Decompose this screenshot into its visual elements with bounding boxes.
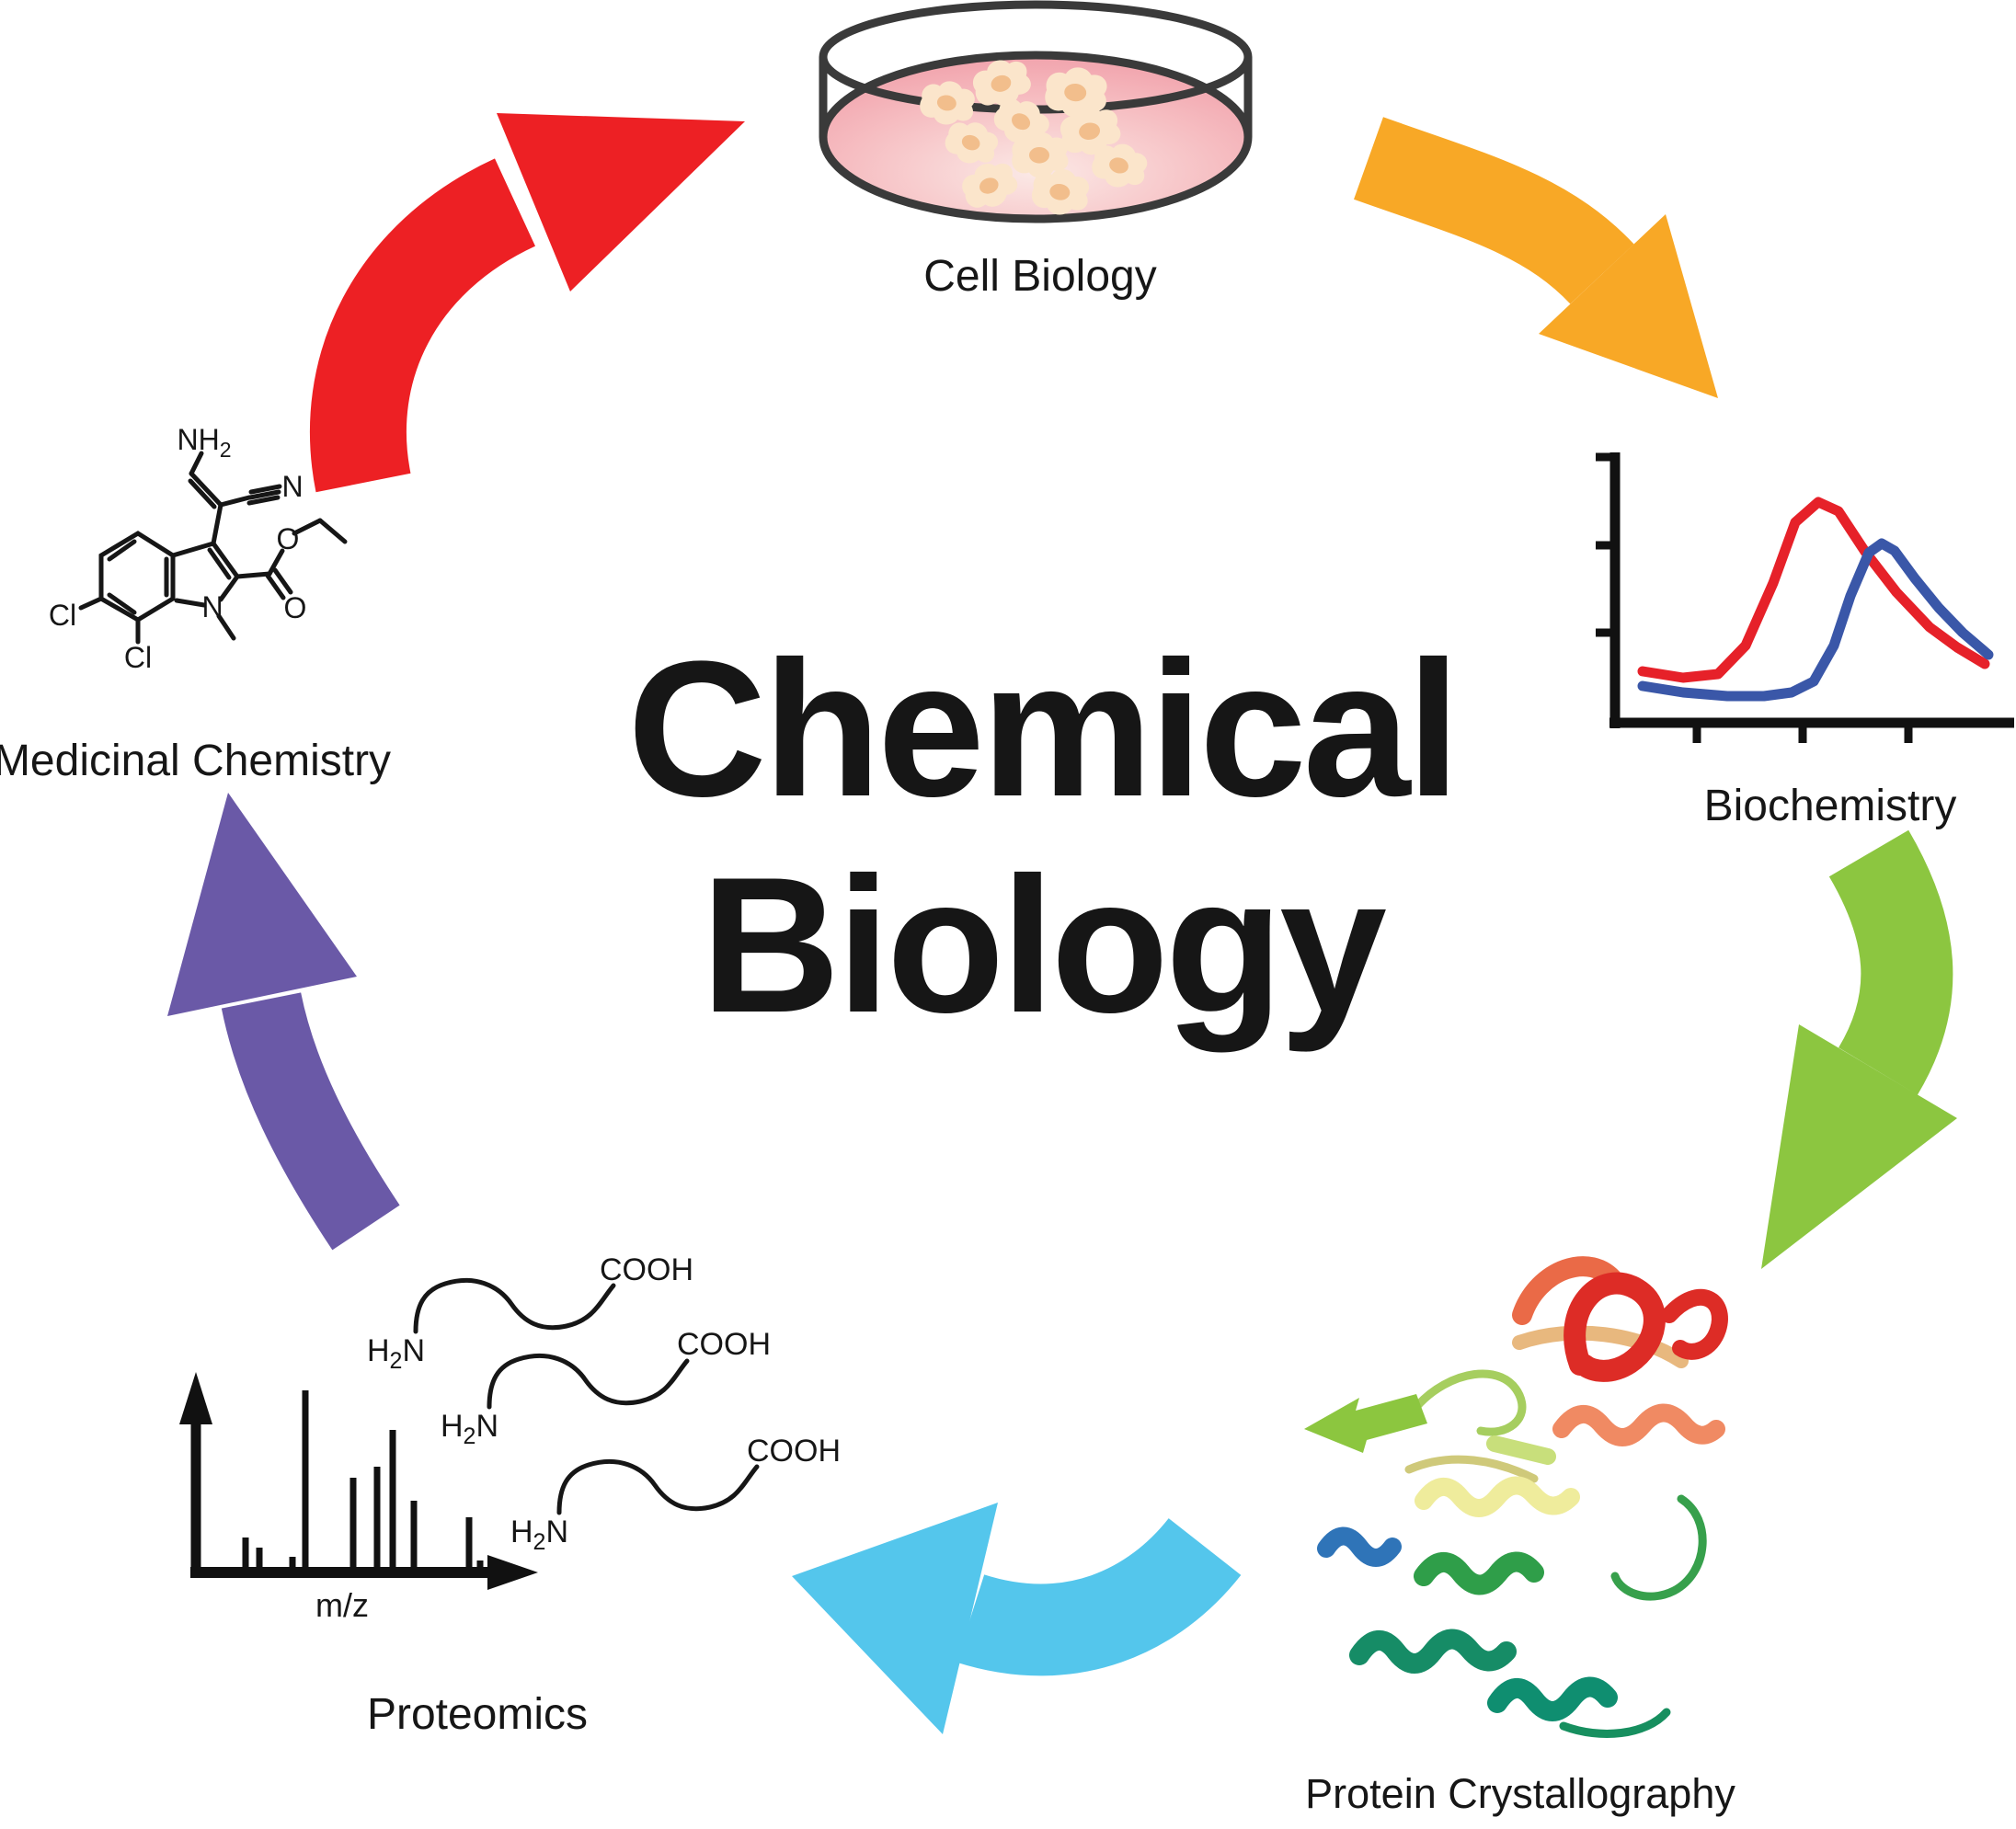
cell-biology-label: Cell Biology: [923, 252, 1156, 301]
orange-arrow-head: [1539, 214, 1718, 398]
chloro-bottom-label: Cl: [124, 641, 152, 674]
arrow-crystallography-to-proteomics: [792, 1503, 1242, 1734]
small-molecule-structure: NH2 N N O O Cl Cl: [49, 423, 348, 674]
purple-arrow-head: [167, 793, 357, 1016]
medicinal-chemistry-label: Medicinal Chemistry: [0, 737, 391, 785]
biochemistry-graph: [1596, 452, 2014, 743]
green-arrow-body: [1828, 829, 1953, 1095]
spectrum-x-axis-arrowhead: [487, 1555, 538, 1590]
red-arrow-head: [497, 113, 745, 291]
mass-spectrum-peaks: [242, 1390, 484, 1572]
biochem-axes: [1596, 452, 2014, 743]
peptide-2: H2N COOH: [441, 1327, 771, 1449]
peptide-3-n-terminus: H2N: [510, 1515, 568, 1555]
blue-arrow-body: [956, 1517, 1242, 1676]
spectrum-y-axis-arrowhead: [179, 1372, 212, 1424]
peptide-1-n-terminus: H2N: [367, 1333, 425, 1374]
peptide-3: H2N COOH: [510, 1434, 841, 1555]
ester-ether-oxygen-label: O: [277, 522, 300, 555]
ester-carbonyl-oxygen-label: O: [284, 591, 307, 624]
petri-dish-illustration: [819, 0, 1253, 223]
protein-crystallography-label: Protein Crystallography: [1305, 1770, 1735, 1817]
mz-axis-label: m/z: [315, 1586, 369, 1624]
blue-arrow-head: [792, 1503, 998, 1734]
blue-curve: [1637, 538, 1994, 702]
red-curve: [1637, 497, 1990, 683]
green-arrow-head: [1761, 1024, 1957, 1269]
biochemistry-label: Biochemistry: [1704, 782, 1957, 830]
peptide-illustrations: H2N COOH H2N COOH H2N COOH: [367, 1252, 841, 1555]
page-title-line1: Chemical: [627, 621, 1457, 837]
indole-nitrogen-label: N: [201, 590, 223, 623]
chloro-left-label: Cl: [49, 599, 76, 632]
red-arrow-body: [309, 158, 536, 493]
page-title-line2: Biology: [701, 837, 1386, 1053]
biochem-curves: [1637, 497, 1994, 702]
nitrile-atom-label: N: [281, 470, 303, 503]
peptide-3-c-terminus: COOH: [747, 1434, 841, 1469]
proteomics-label: Proteomics: [367, 1690, 588, 1739]
protein-ribbon-illustration: [1304, 1256, 1728, 1738]
mass-spectrum-illustration: m/z: [179, 1372, 538, 1624]
beta-arrow-green: [1304, 1394, 1427, 1453]
peptide-2-n-terminus: H2N: [441, 1409, 498, 1449]
arrow-cellbio-to-biochem: [1354, 117, 1718, 398]
arrow-biochem-to-crystallography: [1761, 829, 1957, 1269]
peptide-1-c-terminus: COOH: [600, 1252, 693, 1287]
arrow-proteomics-to-medchem: [167, 793, 400, 1251]
orange-arrow-body: [1354, 117, 1634, 305]
peptide-1: H2N COOH: [367, 1252, 693, 1374]
peptide-2-c-terminus: COOH: [677, 1327, 771, 1362]
arrow-medchem-to-cellbio: [309, 113, 745, 493]
page-title: Chemical Biology: [627, 621, 1460, 1053]
amine-atom-label: NH2: [177, 423, 231, 462]
purple-arrow-body: [221, 991, 400, 1251]
